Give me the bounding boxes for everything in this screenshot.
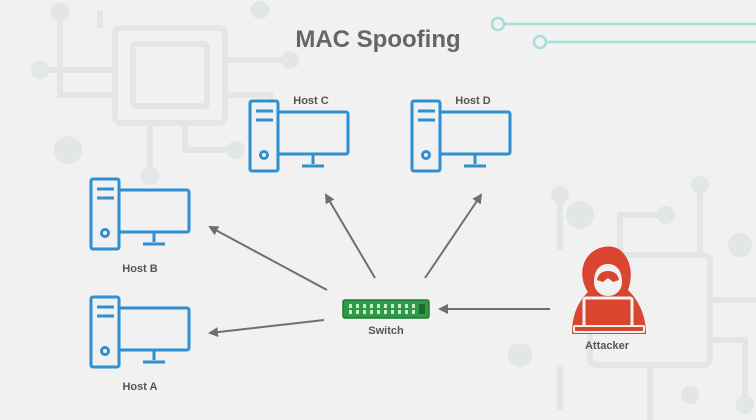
hooded-hacker-icon (572, 246, 646, 334)
host-c-desktop-computer-icon (248, 99, 350, 173)
host-a-label: Host A (122, 381, 158, 393)
network-switch-icon (342, 299, 430, 319)
attacker-label: Attacker (584, 340, 630, 352)
accent-line-decoration (490, 16, 756, 50)
host-b-desktop-computer-icon (89, 177, 191, 251)
host-b-label: Host B (122, 263, 158, 275)
arrow-switch-to-host-c (324, 193, 376, 279)
switch-label: Switch (368, 325, 404, 337)
host-c-label: Host C (293, 95, 329, 107)
host-a-desktop-computer-icon (89, 295, 191, 369)
host-d-label: Host D (455, 95, 491, 107)
arrow-switch-to-host-d (424, 193, 483, 279)
diagram-title: MAC Spoofing (295, 26, 461, 53)
host-d-desktop-computer-icon (410, 99, 512, 173)
arrow-switch-to-host-a (208, 319, 325, 338)
arrow-switch-to-host-b (208, 226, 328, 291)
